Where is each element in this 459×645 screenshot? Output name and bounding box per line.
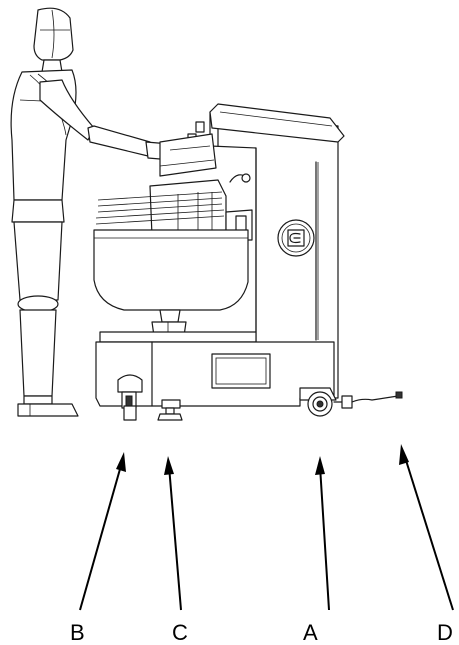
arrow-c	[168, 465, 182, 611]
operator-figure	[10, 7, 179, 417]
callout-label-d: D	[437, 620, 453, 645]
arrow-d-head	[399, 444, 409, 465]
callout-label-b: B	[70, 620, 85, 645]
arrow-b	[79, 461, 123, 611]
arrow-c-head	[164, 456, 174, 475]
arrow-b-head	[116, 452, 126, 472]
arrow-d	[403, 453, 454, 611]
callout-labels: B C A D	[70, 620, 453, 645]
callout-arrows	[79, 444, 454, 611]
spiral-mixer	[93, 103, 403, 421]
callout-label-a: A	[303, 620, 318, 645]
arrow-a	[319, 465, 330, 611]
arrow-a-head	[315, 456, 325, 475]
callout-label-c: C	[172, 620, 188, 645]
